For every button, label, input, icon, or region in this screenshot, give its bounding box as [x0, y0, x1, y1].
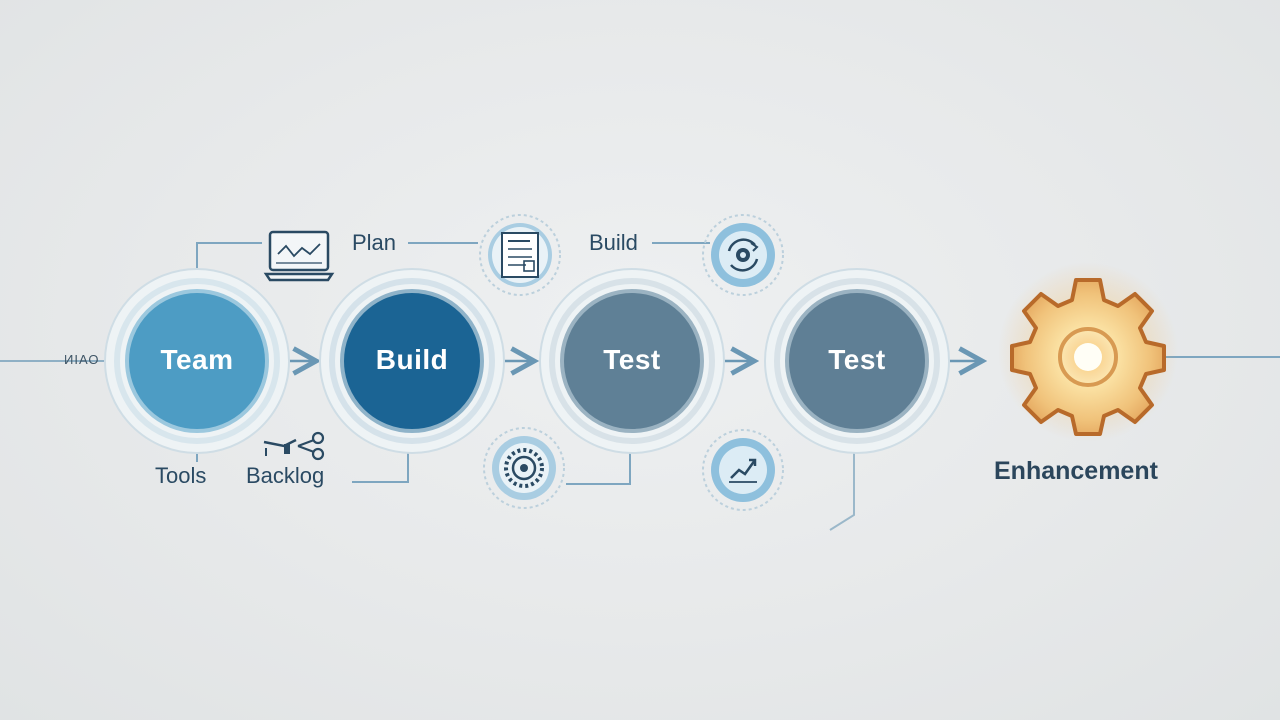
- tools-label: Tools: [155, 463, 207, 488]
- gear-sync-icon: [702, 214, 784, 296]
- node-label-test-2: Test: [828, 344, 886, 375]
- node-label-team: Team: [160, 344, 234, 375]
- plan-label: Plan: [352, 230, 397, 255]
- document-icon: [479, 214, 561, 296]
- enhancement-label: Enhancement: [994, 457, 1158, 485]
- glowing-gear-icon: [998, 262, 1178, 442]
- chart-up-icon: [702, 429, 784, 511]
- build-label: Build: [589, 230, 638, 255]
- node-test-2: [764, 268, 950, 454]
- laptop-icon: [263, 230, 335, 282]
- node-label-build: Build: [375, 344, 449, 375]
- circular-gear-icon: [483, 427, 565, 509]
- node-test-1: [539, 268, 725, 454]
- connector-chart: [829, 430, 855, 531]
- node-build: [319, 268, 505, 454]
- scissors-tools-icon: [263, 431, 325, 461]
- node-team: [104, 268, 290, 454]
- node-label-test-1: Test: [603, 344, 661, 375]
- start-label: ИІАО: [64, 352, 100, 367]
- backlog-label: Backlog: [246, 463, 325, 488]
